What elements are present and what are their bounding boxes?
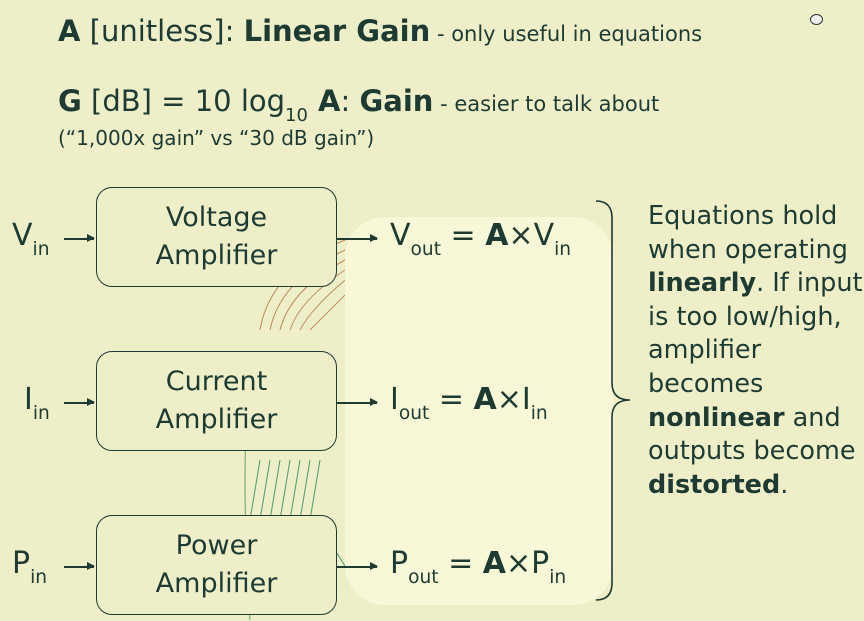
emoji-icon [810, 14, 823, 25]
arrow-icon [64, 563, 95, 569]
input-current: Iin [24, 382, 50, 425]
linear-gain-line: A [unitless]: Linear Gain - only useful … [58, 14, 703, 48]
arrow-icon [337, 563, 378, 569]
equations-panel [345, 217, 613, 605]
power-equation: Pout = A×Pin [390, 546, 567, 589]
curly-brace-icon [595, 200, 631, 601]
arrow-icon [64, 399, 95, 405]
input-voltage: Vin [12, 218, 50, 261]
input-power: Pin [12, 546, 48, 589]
gain-example: (“1,000x gain” vs “30 dB gain”) [58, 126, 375, 150]
voltage-equation: Vout = A×Vin [390, 218, 572, 261]
gain-db-line: G [dB] = 10 log10 A: Gain - easier to ta… [58, 84, 660, 126]
arrow-icon [337, 235, 378, 241]
linearity-note: Equations hold when operating linearly. … [648, 201, 863, 500]
current-equation: Iout = A×Iin [390, 382, 548, 425]
arrow-icon [337, 399, 378, 405]
arrow-icon [64, 235, 95, 241]
